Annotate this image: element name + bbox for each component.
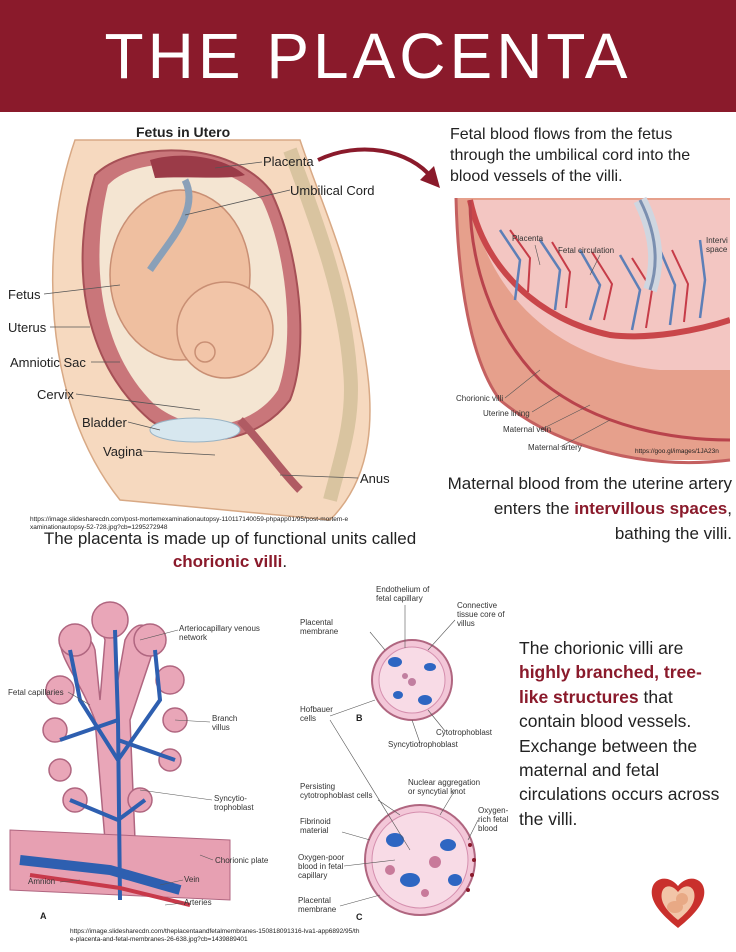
maternal-text-highlight: intervillous spaces (574, 499, 728, 518)
source-url-fetus: https://image.slidesharecdn.com/post-mor… (30, 516, 349, 531)
section-label-intervillous: Intervi space (706, 236, 728, 254)
xs-label-cytotrophoblast: Cytotrophoblast (436, 728, 493, 737)
villus-label-amnion: Amnion (28, 877, 56, 886)
label-anus: Anus (360, 471, 390, 486)
source-url-villi: https://image.slidesharecdn.com/theplace… (70, 928, 360, 943)
page-title: THE PLACENTA (104, 20, 632, 92)
xs-label-hofbauer: Hofbauer cells (300, 705, 333, 723)
label-fetus: Fetus (8, 287, 41, 302)
section-label-placenta: Placenta (512, 234, 544, 243)
maternal-text-part1: Maternal blood from the uterine artery e… (447, 474, 732, 518)
xs-panel-label-b: B (356, 713, 363, 723)
label-umbilical-cord: Umbilical Cord (290, 183, 375, 198)
villus-label-syncytiotrophoblast: Syncytio- trophoblast (214, 794, 254, 812)
xs-label-oxygen-poor: Oxygen-poor blood in fetal capillary (298, 853, 345, 880)
label-cervix: Cervix (37, 387, 74, 402)
villus-label-chorionic-plate: Chorionic plate (215, 856, 269, 865)
xs-label-oxygen-rich: Oxygen- rich fetal blood (478, 806, 509, 833)
functional-text-part2: . (282, 552, 288, 571)
xs-label-endothelium: Endothelium of fetal capillary (376, 585, 430, 603)
xs-label-placental-membrane-b: Placental membrane (300, 618, 339, 636)
section-label-uterine-lining: Uterine lining (483, 409, 530, 418)
xs-label-syncytiotrophoblast: Syncytiotrophoblast (388, 740, 458, 749)
villi-text-highlight: highly branched, tree-like structures (519, 662, 702, 707)
functional-text-highlight: chorionic villi (172, 552, 283, 571)
villus-label-fetal-capillaries: Fetal capillaries (8, 688, 64, 697)
xs-label-placental-membrane-c: Placental membrane (298, 896, 337, 914)
functional-units-text: The placenta is made up of functional un… (30, 527, 430, 573)
villus-panel-label-a: A (40, 911, 47, 921)
label-vagina: Vagina (103, 444, 143, 459)
label-uterus: Uterus (8, 320, 47, 335)
source-url-placenta-section: https://goo.gl/images/1JA23n (635, 448, 719, 455)
maternal-blood-text: Maternal blood from the uterine artery e… (440, 471, 732, 546)
title-banner: THE PLACENTA (0, 0, 736, 112)
heart-fetus-logo (651, 878, 705, 928)
label-placenta: Placenta (263, 154, 314, 169)
villus-label-arteries: Arteries (184, 898, 212, 907)
xs-panel-label-c: C (356, 912, 363, 922)
label-bladder: Bladder (82, 415, 127, 430)
section-label-maternal-vein: Maternal vein (503, 425, 552, 434)
fetus-diagram-heading: Fetus in Utero (136, 124, 231, 140)
villus-label-vein: Vein (184, 875, 200, 884)
xs-label-connective-tissue: Connective tissue core of villus (457, 601, 505, 628)
villi-text-part1: The chorionic villi are (519, 638, 684, 658)
xs-label-nuclear-aggregation: Nuclear aggregation or syncytial knot (408, 778, 481, 796)
xs-label-fibrinoid: Fibrinoid material (300, 817, 331, 835)
xs-label-persisting: Persisting cytotrophoblast cells (300, 782, 373, 800)
villus-label-branch-villus: Branch villus (212, 714, 238, 732)
villi-text-part2: that contain blood vessels. Exchange bet… (519, 686, 720, 829)
section-label-maternal-artery: Maternal artery (528, 443, 582, 452)
functional-text-part1: The placenta is made up of functional un… (43, 529, 417, 548)
section-label-chorionic-villi: Chorionic villi (456, 394, 504, 403)
section-label-fetal-circulation: Fetal circulation (558, 246, 615, 255)
maternal-text-part2: , bathing the villi. (614, 499, 732, 543)
villus-label-arteriocapillary: Arteriocapillary venous network (179, 624, 260, 642)
label-amniotic-sac: Amniotic Sac (10, 355, 86, 370)
fetal-flow-text: Fetal blood flows from the fetus through… (450, 126, 691, 185)
villi-description-text: The chorionic villi are highly branched,… (519, 636, 729, 831)
